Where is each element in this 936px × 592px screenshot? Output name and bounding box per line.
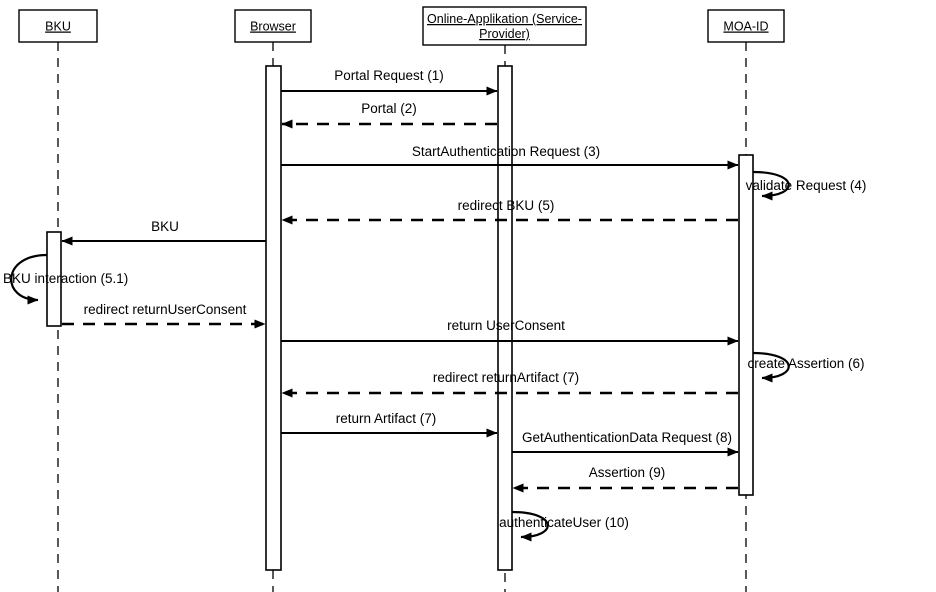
message-m51 [10,253,48,305]
message-m4 [752,170,790,201]
participant-moa-id: MOA-ID [707,9,785,592]
participant-label-browser: Browser [250,20,296,34]
message-label-m11: GetAuthenticationData Request (8) [522,430,732,445]
participant-box-online-applikation[interactable] [422,6,587,46]
message-label-m5: redirect BKU (5) [458,198,555,213]
message-label-m8: create Assertion (6) [747,356,864,371]
message-label-m6: redirect returnUserConsent [84,302,247,317]
selfloop-arrow-m4 [752,170,790,201]
message-label-m12: Assertion (9) [589,465,666,480]
participant-label-online-applikation: Provider) [479,27,530,41]
lifelines-layer: BKU Browser Online-Applikation (Service-Pr… [18,6,785,592]
message-label-m2: Portal (2) [361,101,417,116]
message-m8 [752,351,790,383]
participant-box-browser[interactable] [234,9,312,43]
participant-browser: Browser [234,9,312,592]
message-label-m51: BKU interaction (5.1) [3,271,128,286]
participant-label-bku: BKU [45,20,71,34]
selfloop-arrow-m13 [511,510,549,542]
message-label-m3: StartAuthentication Request (3) [412,144,600,159]
participant-label-moa-id: MOA-ID [723,20,768,34]
message-label-m4: validate Request (4) [746,178,867,193]
participant-box-bku[interactable] [18,9,98,43]
message-label-m5b: BKU [151,219,179,234]
message-label-m1: Portal Request (1) [334,68,444,83]
participant-online-applikation: Online-Applikation (Service-Provider) [422,6,587,592]
message-m13 [511,510,549,542]
selfloop-arrow-m51 [10,253,48,305]
participant-box-moa-id[interactable] [707,9,785,43]
participant-bku: BKU [18,9,98,592]
participant-label-online-applikation: Online-Applikation (Service- [427,12,582,26]
activation-bar-browser-0 [265,65,282,571]
activation-bar-bku-0 [46,231,62,327]
message-label-m9: redirect returnArtifact (7) [433,370,579,385]
message-label-m13: authenticateUser (10) [499,515,629,530]
activation-bar-moa-id-0 [738,154,754,496]
labels-layer: Portal Request (1) Portal (2) StartAuthent… [3,68,866,530]
message-label-m10: return Artifact (7) [336,411,437,426]
message-label-m7: return UserConsent [447,318,565,333]
selfloop-arrow-m8 [752,351,790,383]
messages-layer [10,86,790,542]
activation-bar-online-applikation-0 [497,65,513,571]
